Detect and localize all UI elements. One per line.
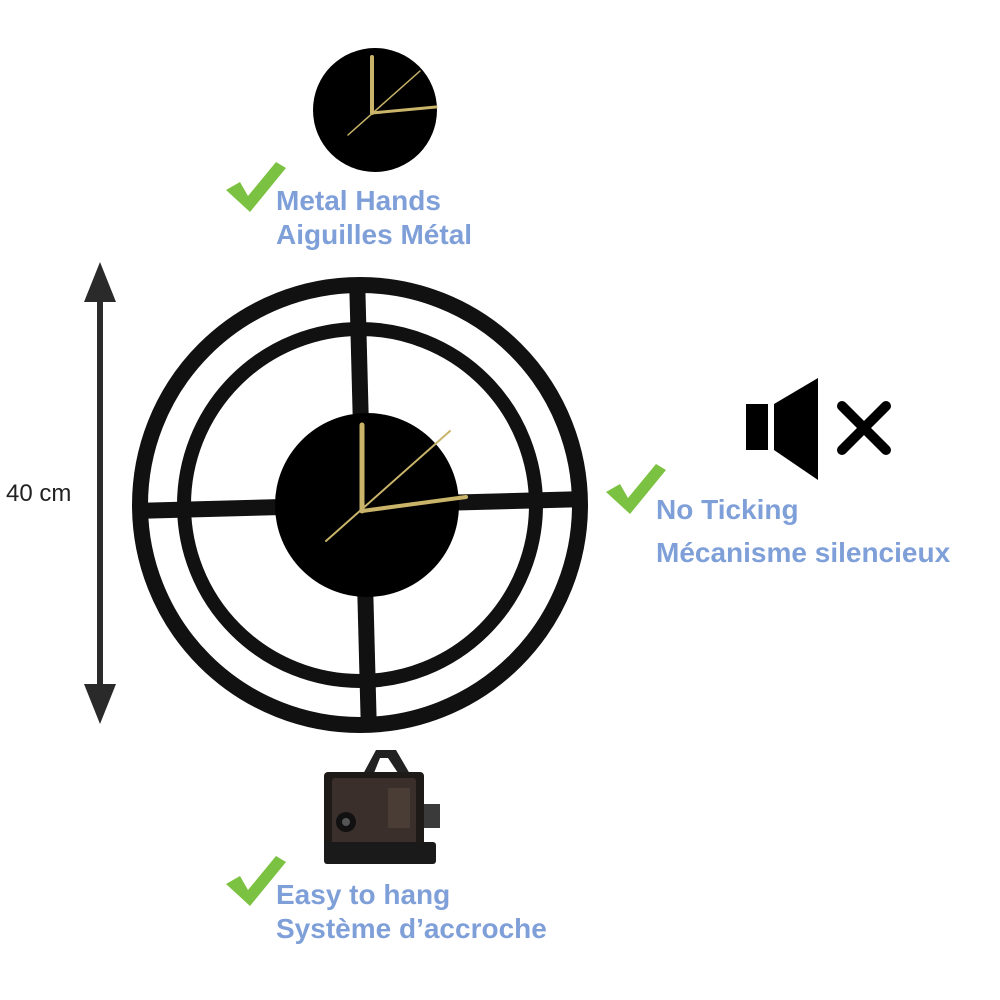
feature-line1: No Ticking <box>656 494 799 525</box>
feature-line1: Metal Hands <box>276 185 441 216</box>
feature-line2: Mécanisme silencieux <box>656 537 951 569</box>
metal-hands-feature: Metal Hands Aiguilles Métal <box>276 184 472 251</box>
height-dimension-arrow <box>80 262 120 724</box>
minute-hand <box>360 495 468 513</box>
speaker-muted-icon <box>744 376 894 482</box>
hands-detail-thumbnail <box>310 45 440 175</box>
feature-line2: Aiguilles Métal <box>276 218 473 250</box>
check-icon <box>222 158 288 216</box>
second-hand <box>325 430 451 542</box>
no-ticking-feature: No Ticking Mécanisme silencieux <box>656 488 950 575</box>
clock-movement-image <box>318 746 444 868</box>
second-hand <box>347 70 421 136</box>
easy-hang-feature: Easy to hang Système d’accroche <box>276 878 547 945</box>
feature-line1: Easy to hang <box>276 879 451 910</box>
check-icon <box>602 460 668 518</box>
minute-hand <box>370 105 438 115</box>
height-dimension-label: 40 cm <box>6 480 72 507</box>
wall-clock <box>130 275 590 735</box>
feature-line2: Système d’accroche <box>276 912 547 944</box>
check-icon <box>222 852 288 910</box>
